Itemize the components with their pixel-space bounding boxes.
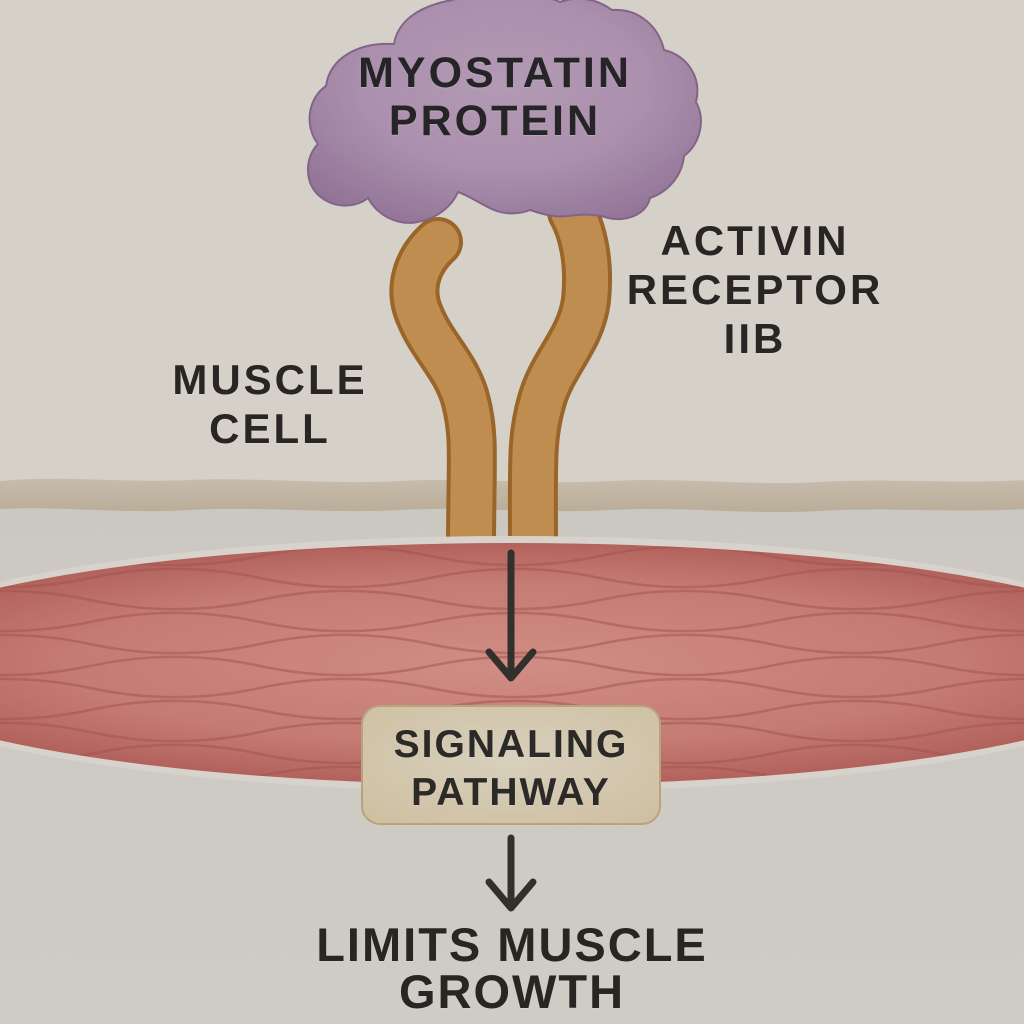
muscle-cell-label-line2: CELL (209, 405, 331, 452)
activin-receptor-label: ACTIVIN RECEPTOR IIB (600, 216, 910, 363)
activin-label-line3: IIB (723, 315, 787, 362)
activin-label-line2: RECEPTOR (626, 266, 884, 313)
signaling-pathway-label: SIGNALING PATHWAY (362, 721, 660, 817)
myostatin-label-line2: PROTEIN (388, 97, 602, 145)
signaling-label-line2: PATHWAY (411, 771, 611, 814)
outcome-label-line2: GROWTH (398, 965, 626, 1018)
muscle-cell-label-line1: MUSCLE (172, 356, 368, 403)
activin-label-line1: ACTIVIN (660, 217, 850, 264)
myostatin-protein-label: MYOSTATIN PROTEIN (275, 49, 715, 145)
signaling-label-line1: SIGNALING (393, 723, 629, 766)
muscle-cell-label: MUSCLE CELL (120, 355, 420, 453)
limits-muscle-growth-label: LIMITS MUSCLE GROWTH (212, 921, 812, 1015)
outcome-label-line1: LIMITS MUSCLE (316, 918, 708, 971)
myostatin-label-line1: MYOSTATIN (358, 49, 632, 97)
